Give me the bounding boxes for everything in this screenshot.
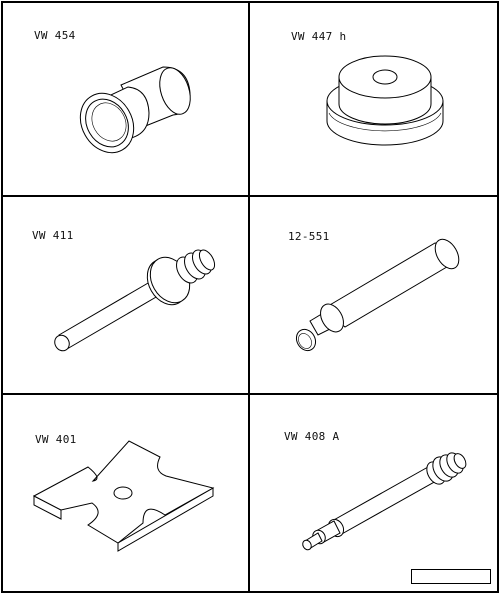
grid-divider-vertical: [248, 1, 250, 593]
tool-cell-vw447h: VW 447 h: [250, 3, 497, 195]
tool-drawing-vw447h: [326, 55, 444, 146]
tool-cell-vw454: VW 454: [3, 3, 248, 195]
border-top: [1, 1, 499, 3]
tool-cell-12-551: 12-551: [250, 197, 497, 393]
tool-label-vw447h: VW 447 h: [291, 30, 347, 43]
tool-cell-vw401: VW 401: [3, 395, 248, 591]
tool-label-12-551: 12-551: [288, 230, 330, 243]
tool-drawing-vw454: [79, 66, 191, 154]
tool-drawing-vw401: [32, 440, 215, 552]
tool-cell-vw411: VW 411: [3, 197, 248, 393]
grid-divider-row2: [1, 393, 499, 395]
tool-label-vw401: VW 401: [35, 433, 77, 446]
reference-number-box: [411, 569, 491, 584]
border-left: [1, 1, 3, 593]
tool-cell-vw408a: VW 408 A: [250, 395, 497, 591]
tool-label-vw411: VW 411: [32, 229, 74, 242]
tool-label-vw408a: VW 408 A: [284, 430, 340, 443]
tool-drawing-vw411: [54, 249, 216, 352]
border-right: [497, 1, 499, 593]
border-bottom: [1, 591, 499, 593]
tool-drawing-12-551: [295, 238, 460, 352]
grid-divider-row1: [1, 195, 499, 197]
tool-label-vw454: VW 454: [34, 29, 76, 42]
tool-drawing-vw408a: [302, 452, 467, 551]
